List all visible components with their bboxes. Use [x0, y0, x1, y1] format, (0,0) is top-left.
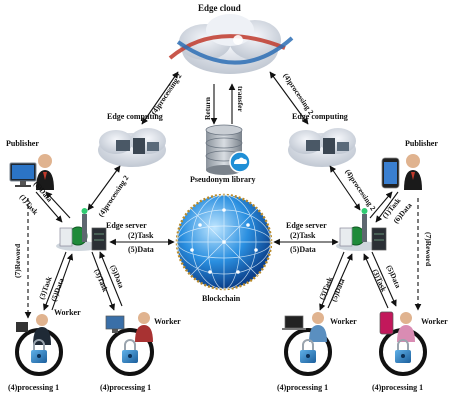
processing-1-label-w4: (4)processing 1 — [372, 383, 424, 392]
publisher-right-label: Publisher — [405, 139, 438, 148]
arrow-w2-task — [91, 251, 115, 311]
worker-3-icon — [282, 312, 332, 376]
transfer-label: transfer — [236, 86, 245, 112]
arrow-w1-task — [43, 251, 67, 311]
processing-1-label-w1: (4)processing 1 — [8, 383, 60, 392]
data-5-left-label: (5)Data — [128, 245, 154, 254]
arrow-compute-left — [87, 165, 121, 211]
blockchain-globe-icon — [175, 193, 273, 291]
reword-7-left-label: (7)Reword — [13, 243, 22, 278]
arrows — [24, 71, 422, 319]
arrow-w1-data — [51, 253, 74, 311]
arrow-w4-task — [371, 251, 397, 307]
arrow-w3-task — [319, 251, 345, 311]
edge-server-left-label: Edge server — [106, 221, 147, 230]
reword-7-right-label: (7)Reword — [424, 232, 433, 267]
edge-server-right-label: Edge server — [286, 221, 327, 230]
publisher-left-label: Publisher — [6, 139, 39, 148]
task-2-right-label: (2)Task — [290, 231, 316, 240]
processing-1-label-w3: (4)processing 1 — [277, 383, 329, 392]
blockchain-label: Blockchain — [202, 294, 241, 303]
publisher-left-icon — [9, 154, 54, 190]
worker-1-icon — [15, 314, 63, 376]
arrow-pub-left-task — [35, 191, 63, 223]
pseudonym-library-label: Pseudonym library — [190, 175, 256, 184]
edge-computing-left-label: Edge computing — [107, 112, 163, 121]
worker-4-label: Worker — [421, 317, 448, 326]
edge-cloud-label: Edge cloud — [198, 3, 241, 13]
edge-server-right-icon — [336, 208, 387, 251]
edge-cloud-icon — [168, 14, 294, 74]
arrow-pub-right-task — [375, 191, 399, 223]
worker-2-label: Worker — [154, 317, 181, 326]
edge-server-left-icon — [56, 208, 107, 251]
edge-computing-left-icon — [98, 128, 166, 167]
arrow-w3-data — [327, 253, 353, 309]
arrow-w4-data — [363, 253, 389, 309]
arrow-pub-right-data — [369, 191, 393, 219]
task-2-left-label: (2)Task — [128, 231, 154, 240]
pseudonym-library-icon — [205, 124, 251, 175]
data-5-right-label: (5)Data — [290, 245, 316, 254]
worker-2-icon — [105, 312, 154, 376]
edge-computing-right-icon — [288, 128, 356, 167]
arrow-cloud-right — [269, 71, 309, 125]
arrow-compute-right — [329, 165, 361, 211]
arrow-pub-left-data — [45, 191, 71, 219]
edge-computing-right-label: Edge computing — [292, 112, 348, 121]
worker-1-label: Worker — [54, 308, 81, 317]
worker-4-icon — [379, 311, 427, 376]
worker-3-label: Worker — [330, 317, 357, 326]
arrow-cloud-left — [141, 71, 179, 125]
publisher-right-icon — [381, 154, 422, 190]
return-label: Return — [203, 97, 212, 120]
arrow-w2-data — [99, 251, 123, 307]
processing-1-label-w2: (4)processing 1 — [100, 383, 152, 392]
